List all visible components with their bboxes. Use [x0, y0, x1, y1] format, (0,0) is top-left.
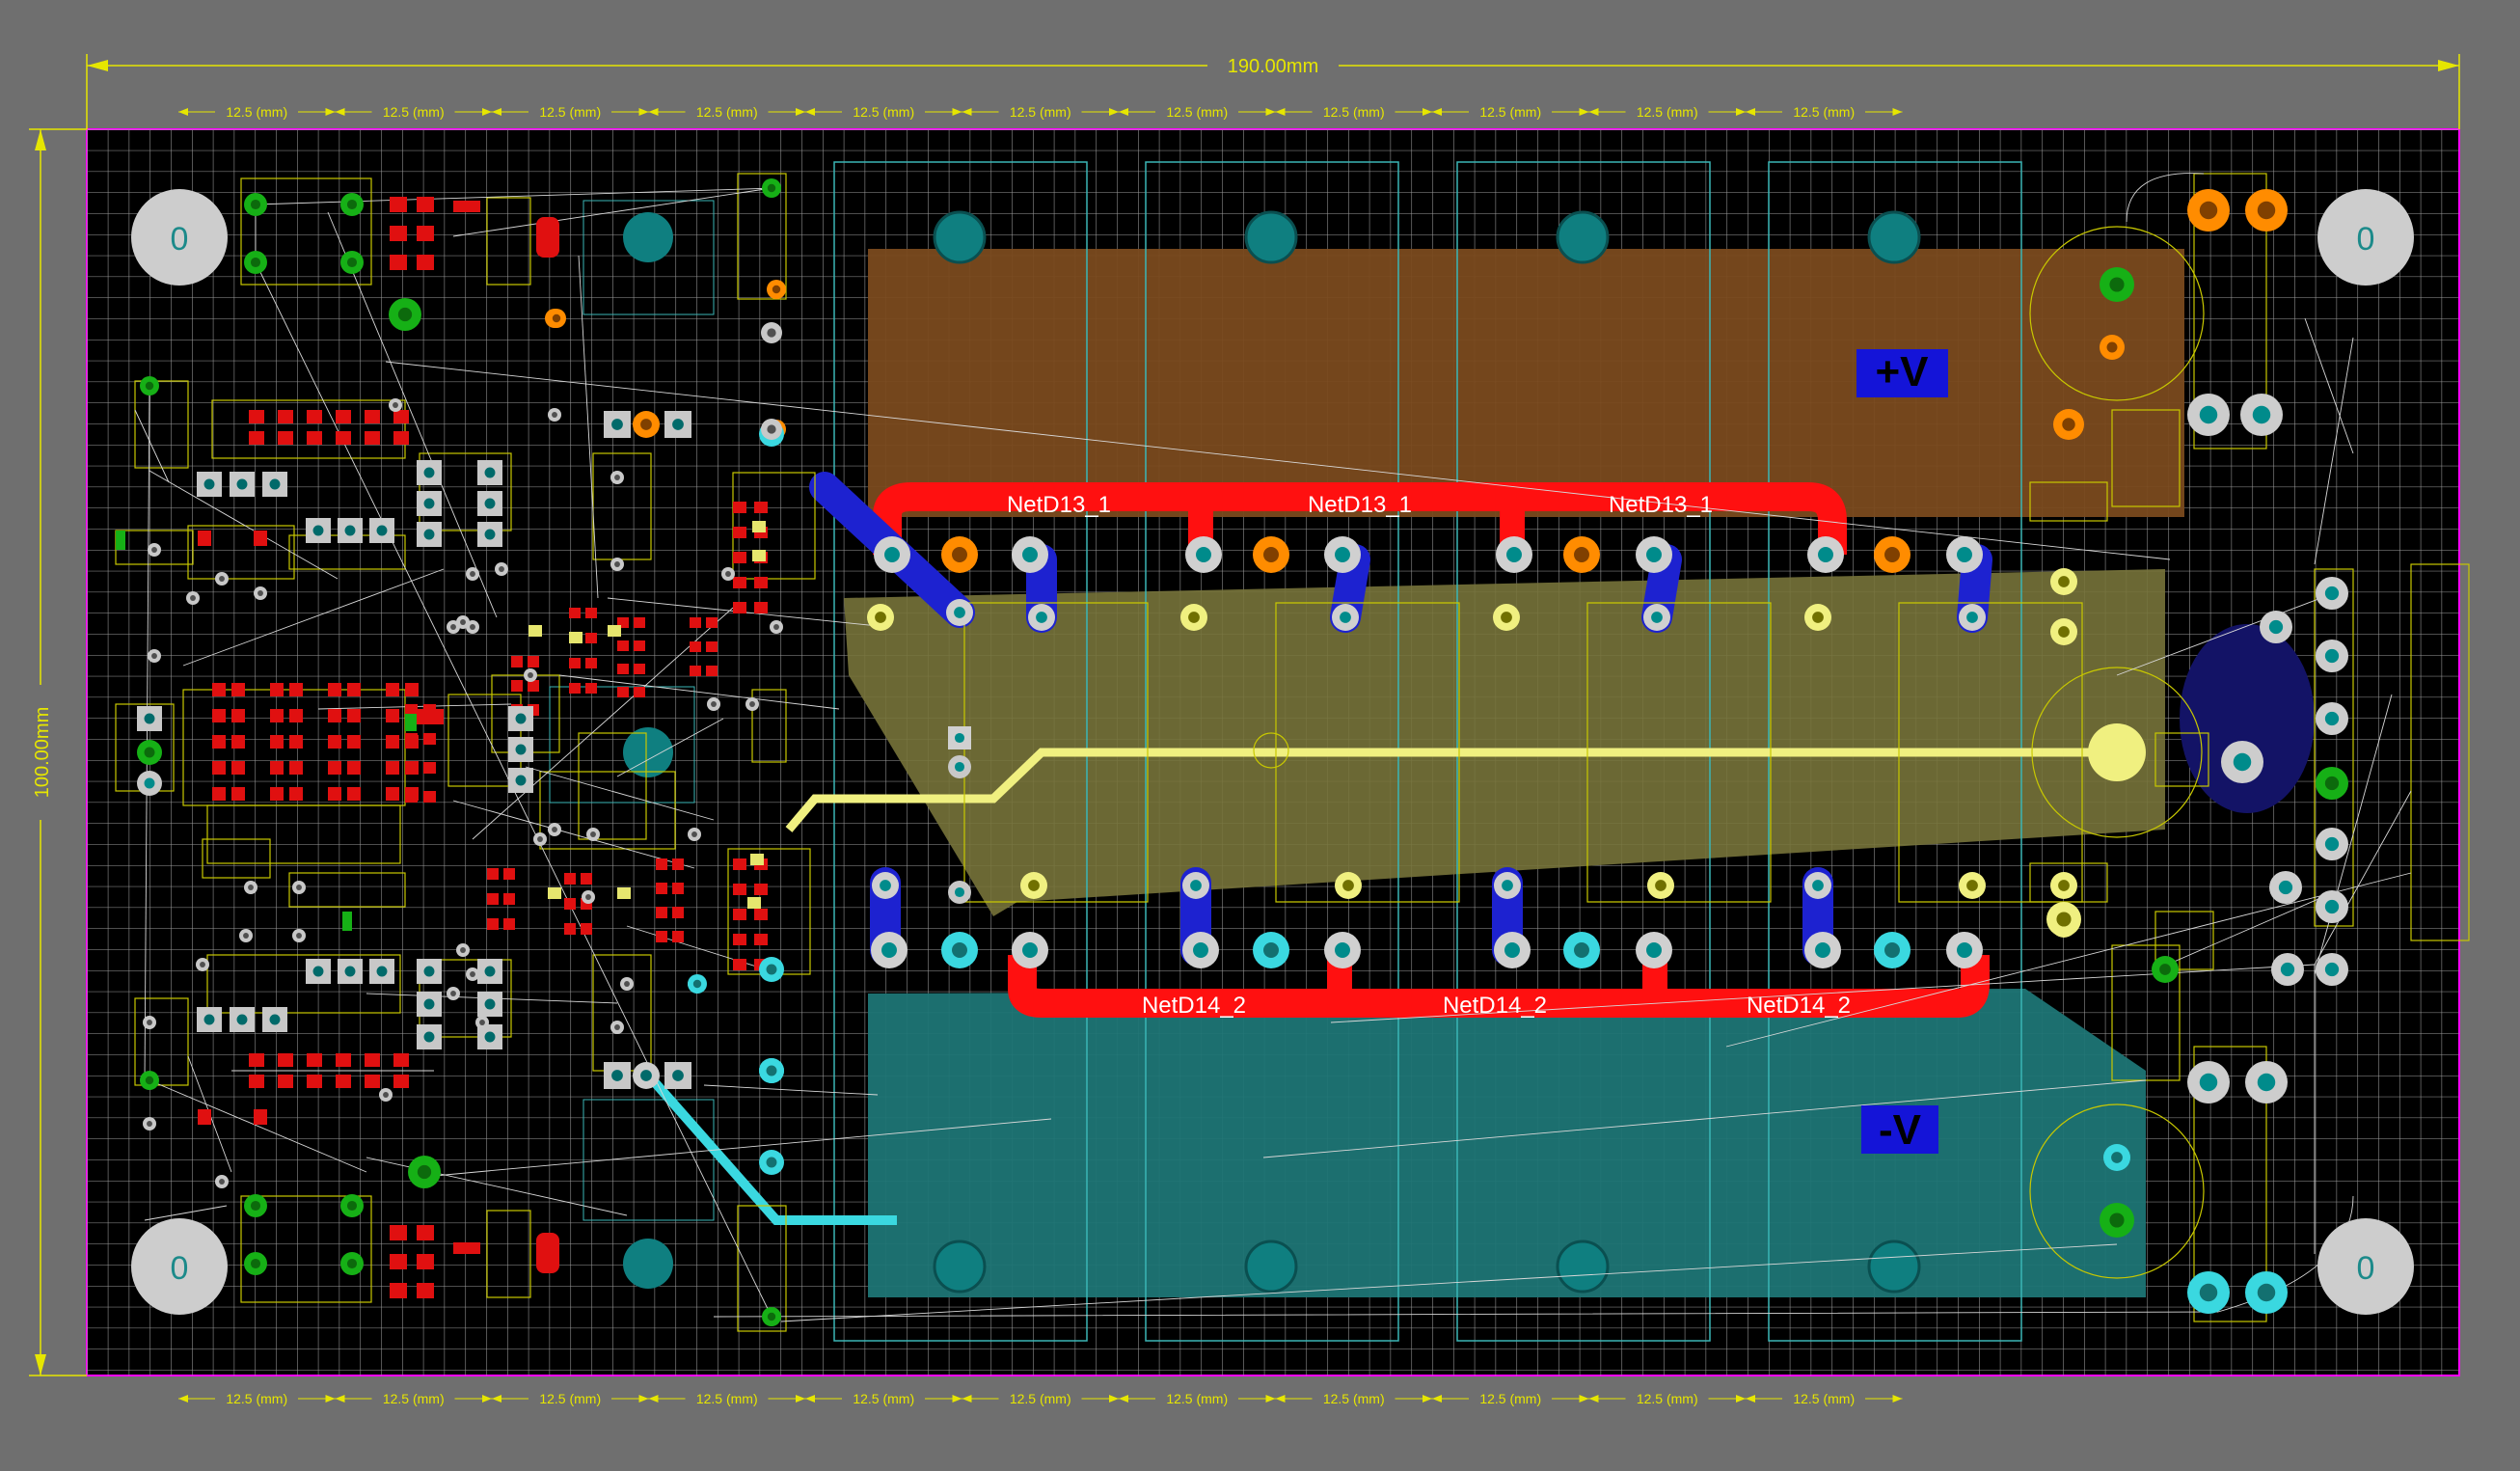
cyan-trace[interactable] [642, 1069, 897, 1225]
net-bottom-trace[interactable] [1008, 955, 1990, 1018]
segment-dimensions-top: 12.5 (mm) 12.5 (mm) 12.5 (mm) 12.5 (mm) 12.5… [178, 103, 1903, 121]
segment-label: 12.5 (mm) [853, 104, 914, 120]
segment-label: 12.5 (mm) [1323, 1391, 1385, 1406]
mounting-hole-bottom-left[interactable]: 0 [131, 1218, 228, 1315]
svg-text:-V: -V [1879, 1106, 1922, 1154]
svg-text:+V: +V [1875, 348, 1929, 395]
mounting-hole-bottom-right[interactable]: 0 [2317, 1218, 2414, 1315]
dimension-height-label: 100.00mm [32, 707, 53, 799]
segment-label: 12.5 (mm) [383, 104, 445, 120]
segment-label: 12.5 (mm) [1010, 104, 1071, 120]
dimension-width-label: 190.00mm [1228, 56, 1319, 77]
segment-label: 12.5 (mm) [1479, 1391, 1541, 1406]
connector-pour[interactable] [2180, 624, 2315, 813]
segment-label: 12.5 (mm) [1323, 104, 1385, 120]
segment-label: 12.5 (mm) [696, 1391, 758, 1406]
net-label-top-1: NetD13_1 [1007, 492, 1111, 518]
middle-pour[interactable] [844, 569, 2165, 916]
segment-dimensions-bottom: 12.5 (mm) 12.5 (mm) 12.5 (mm) 12.5 (mm) 12.5… [178, 1390, 1903, 1407]
mounting-hole-top-left[interactable]: 0 [131, 189, 228, 286]
yellow-output-trace[interactable] [785, 748, 2117, 832]
segment-label: 12.5 (mm) [853, 1391, 914, 1406]
net-label-bottom-1: NetD14_2 [1142, 993, 1246, 1019]
segment-label: 12.5 (mm) [1637, 1391, 1698, 1406]
net-label-top-2: NetD13_1 [1308, 492, 1412, 518]
segment-label: 12.5 (mm) [226, 1391, 287, 1406]
segment-label: 12.5 (mm) [1793, 104, 1855, 120]
mount-hole-label: 0 [171, 221, 189, 258]
segment-label: 12.5 (mm) [539, 1391, 601, 1406]
segment-label: 12.5 (mm) [1166, 1391, 1228, 1406]
segment-label: 12.5 (mm) [383, 1391, 445, 1406]
segment-label: 12.5 (mm) [1010, 1391, 1071, 1406]
positive-polygon-label[interactable]: +V [1856, 348, 1948, 397]
mount-hole-label: 0 [2357, 221, 2375, 258]
mount-hole-label: 0 [171, 1250, 189, 1287]
positive-pour[interactable] [868, 249, 2184, 517]
through-hole-pads[interactable] [137, 178, 2348, 1326]
ratsnest-lines [134, 173, 2412, 1322]
segment-label: 12.5 (mm) [1637, 104, 1698, 120]
segment-label: 12.5 (mm) [226, 104, 287, 120]
segment-label: 12.5 (mm) [1793, 1391, 1855, 1406]
net-label-top-3: NetD13_1 [1609, 492, 1713, 518]
smd-pads[interactable] [116, 197, 768, 1298]
net-label-bottom-2: NetD14_2 [1443, 993, 1547, 1019]
net-label-bottom-3: NetD14_2 [1747, 993, 1851, 1019]
heatsink-mount-holes [549, 200, 1921, 1294]
segment-label: 12.5 (mm) [696, 104, 758, 120]
negative-polygon-label[interactable]: -V [1861, 1105, 1938, 1154]
mount-hole-label: 0 [2357, 1250, 2375, 1287]
net-top-trace[interactable] [873, 482, 1847, 555]
segment-label: 12.5 (mm) [1479, 104, 1541, 120]
segment-label: 12.5 (mm) [539, 104, 601, 120]
segment-label: 12.5 (mm) [1166, 104, 1228, 120]
mounting-hole-top-right[interactable]: 0 [2317, 189, 2414, 286]
negative-pour[interactable] [868, 989, 2146, 1297]
